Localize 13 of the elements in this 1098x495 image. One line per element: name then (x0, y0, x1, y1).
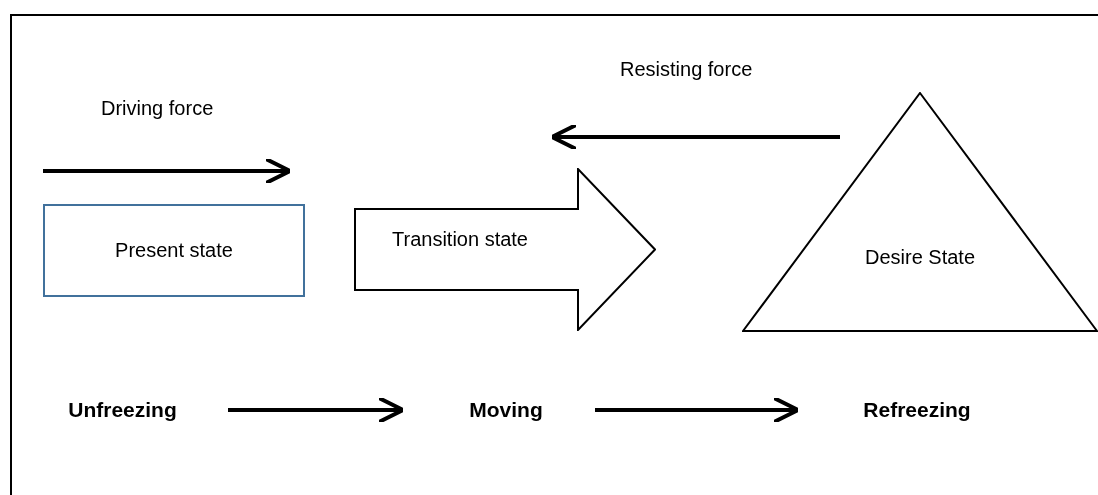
node-label: Desire State (864, 245, 976, 269)
force-label: Resisting force (620, 58, 753, 81)
stage-label: Moving (469, 398, 543, 422)
arrow (595, 396, 800, 424)
force-label: Driving force (101, 97, 214, 120)
process-box (43, 204, 305, 297)
arrow (228, 396, 405, 424)
stage-label: Unfreezing (68, 398, 177, 422)
node-label: Present state (115, 239, 233, 262)
node-label: Transition state (392, 228, 528, 251)
block-arrow (354, 168, 656, 331)
triangle (742, 92, 1098, 332)
stage-label: Refreezing (863, 398, 971, 422)
